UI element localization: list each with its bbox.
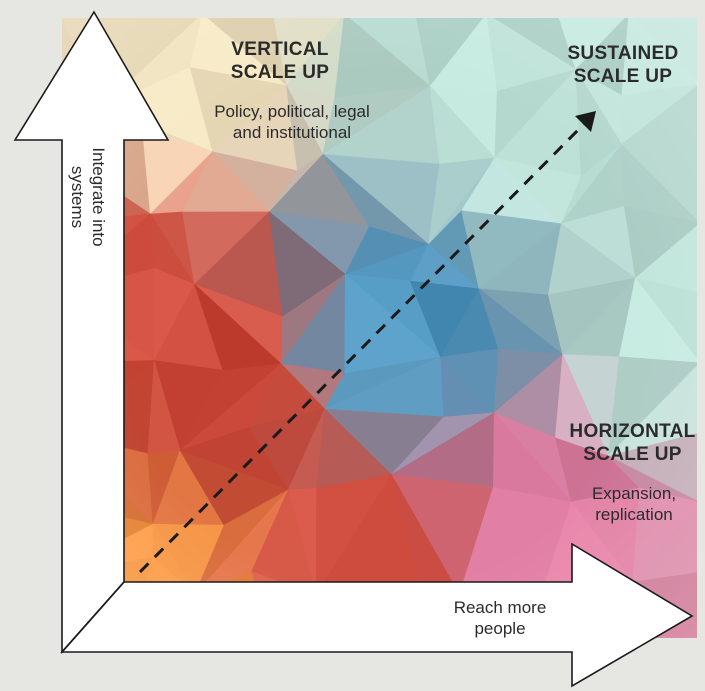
sustained-title-line-2: SCALE UP — [573, 66, 673, 88]
vertical-axis-label-line-1: Integrate into — [89, 147, 108, 247]
horizontal-desc-line-1: Expansion, — [591, 484, 677, 503]
horizontal-title-line-1: HORIZONTAL — [569, 421, 696, 442]
horizontal-axis-label: Reach more people — [420, 598, 580, 639]
diagonal-arrowhead — [575, 111, 596, 132]
corner-bevel-line — [61, 581, 125, 653]
vertical-desc-line-1: Policy, political, legal — [214, 102, 370, 121]
sustained-scale-up-title: SUSTAINED SCALE UP — [548, 42, 698, 88]
vertical-axis-label: Integrate into systems — [67, 102, 108, 292]
vertical-scale-up-title: VERTICAL SCALE UP — [200, 38, 360, 84]
horizontal-axis-arrow — [60, 542, 694, 688]
horizontal-axis-label-line-1: Reach more — [453, 598, 547, 617]
vertical-title-line-2: SCALE UP — [230, 62, 330, 84]
vertical-axis-label-line-2: systems — [68, 165, 88, 229]
sustained-title-line-1: SUSTAINED — [567, 43, 679, 64]
vertical-scale-up-description: Policy, political, legal and institution… — [178, 102, 406, 143]
vertical-axis-arrow — [13, 10, 170, 655]
vertical-desc-line-2: and institutional — [232, 122, 352, 142]
horizontal-desc-line-2: replication — [595, 504, 673, 524]
horizontal-scale-up-description: Expansion, replication — [572, 484, 696, 525]
horizontal-scale-up-title: HORIZONTAL SCALE UP — [560, 420, 705, 466]
vertical-title-line-1: VERTICAL — [231, 39, 329, 60]
sustained-scale-up-diagonal — [138, 120, 588, 574]
horizontal-axis-label-line-2: people — [474, 618, 526, 638]
horizontal-title-line-2: SCALE UP — [583, 444, 682, 466]
